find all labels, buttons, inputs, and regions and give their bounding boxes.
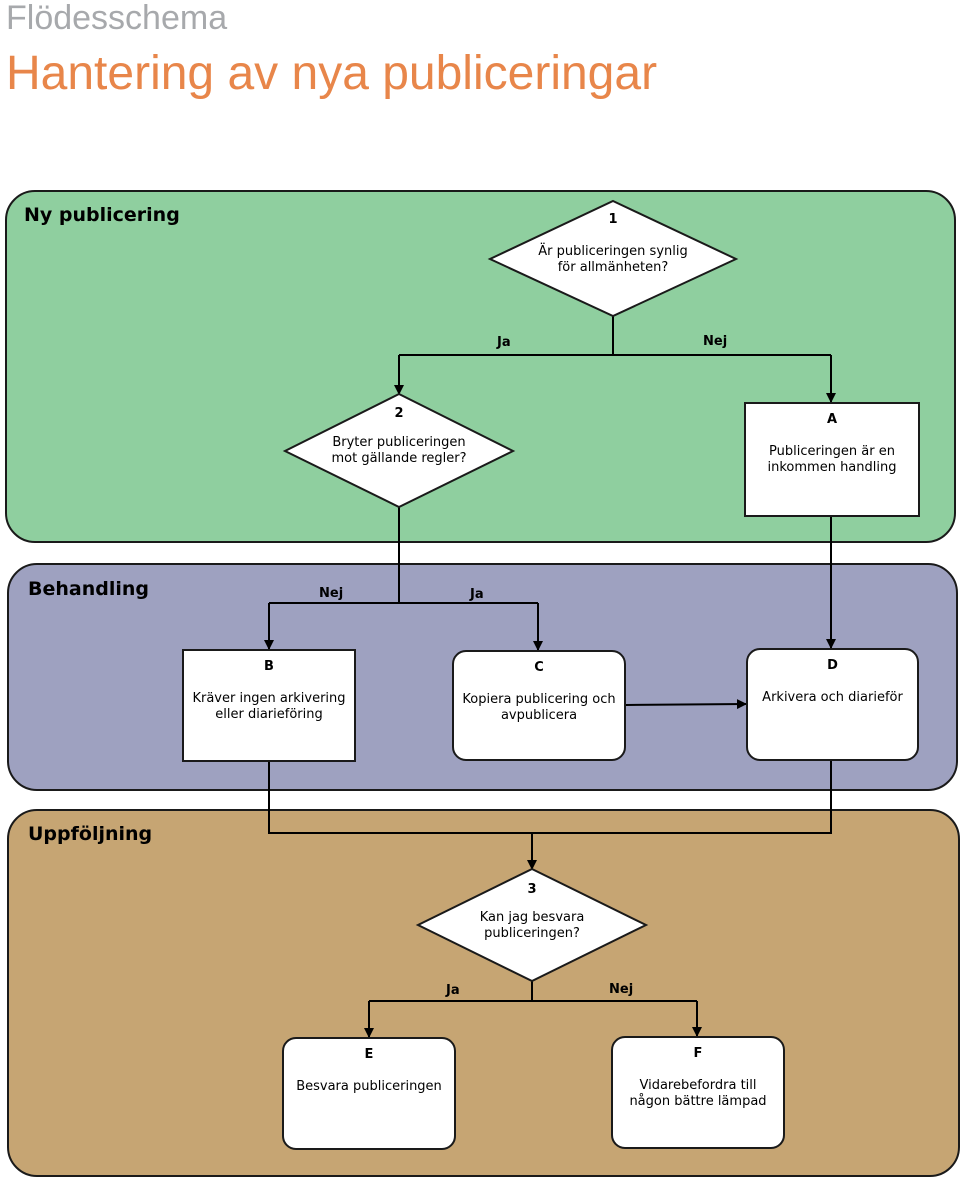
process-box-e-id: E (364, 1047, 374, 1062)
process-box-d-id: D (827, 658, 838, 673)
process-box-b-id: B (264, 659, 274, 674)
edge-label-d3-no: Nej (609, 982, 634, 997)
process-box-f: F Vidarebefordra till någon bättre lämpa… (611, 1036, 785, 1149)
edge-d3-split (369, 981, 697, 1002)
process-box-b-text: Kräver ingen arkivering eller diarieföri… (192, 691, 346, 722)
page-title: Hantering av nya publiceringar (6, 47, 658, 100)
decision-1-id: 1 (608, 212, 618, 227)
decision-3-diamond (415, 867, 649, 983)
edge-d2-split (269, 507, 538, 604)
edge-label-d1-yes: Ja (497, 335, 511, 350)
process-box-e: E Besvara publiceringen (282, 1037, 456, 1150)
process-box-d-text: Arkivera och diarieför (762, 690, 903, 705)
decision-3-id: 3 (527, 882, 537, 897)
process-box-f-text: Vidarebefordra till någon bättre lämpad (629, 1078, 767, 1109)
decision-3-text: Kan jag besvara publiceringen? (479, 910, 585, 941)
decision-2-text: Bryter publiceringen mot gällande regler… (331, 435, 467, 466)
edge-label-d3-yes: Ja (446, 983, 460, 998)
lane-label-ny-publicering: Ny publicering (24, 204, 180, 226)
process-box-a-id: A (826, 412, 838, 427)
lane-label-uppfoljning: Uppföljning (28, 823, 153, 845)
edge-label-d2-yes: Ja (470, 587, 484, 602)
decision-2-diamond (282, 392, 516, 509)
process-box-b: B Kräver ingen arkivering eller diariefö… (182, 649, 356, 762)
decision-1-diamond (487, 199, 739, 318)
lane-uppfoljning (7, 809, 960, 1177)
process-box-d: D Arkivera och diarieför (746, 648, 919, 761)
process-box-e-text: Besvara publiceringen (296, 1079, 442, 1094)
edge-label-d1-no: Nej (703, 334, 728, 349)
edge-c-to-d (625, 699, 747, 710)
edge-label-d2-no: Nej (319, 586, 344, 601)
process-box-c-text: Kopiera publicering och avpublicera (462, 692, 616, 723)
process-box-c-id: C (534, 660, 544, 675)
process-box-c: C Kopiera publicering och avpublicera (452, 650, 626, 761)
process-box-a: A Publiceringen är en inkommen handling (744, 402, 920, 517)
lane-label-behandling: Behandling (28, 578, 149, 600)
process-box-a-text: Publiceringen är en inkommen handling (767, 444, 897, 475)
edge-d1-split (399, 316, 831, 356)
decision-2-id: 2 (394, 406, 404, 421)
edge-b-d-merge (268, 761, 832, 834)
decision-1-text: Är publiceringen synlig för allmänheten? (538, 244, 688, 275)
process-box-f-id: F (693, 1046, 703, 1061)
page-subtitle: Flödesschema (6, 0, 228, 37)
